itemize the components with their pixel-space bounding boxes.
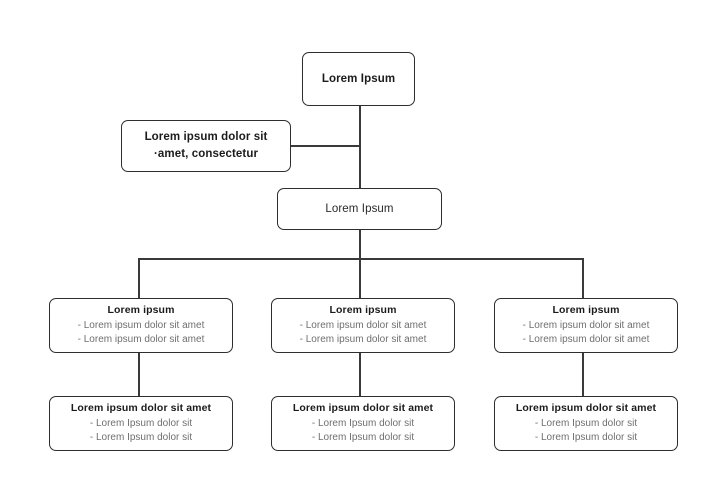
connector-bus-to-mid-left — [138, 258, 140, 298]
node-aside-line1: Lorem ipsum dolor sit — [144, 131, 268, 143]
node-second-title: Lorem Ipsum — [325, 203, 394, 215]
node-middle-center[interactable]: Lorem ipsum - Lorem ipsum dolor sit amet… — [271, 298, 455, 353]
node-root[interactable]: Lorem Ipsum — [302, 52, 415, 106]
node-bottom-left-title: Lorem ipsum dolor sit amet — [70, 402, 212, 414]
node-middle-left-item-2: - Lorem ipsum dolor sit amet — [77, 334, 205, 345]
node-middle-right-item-1: - Lorem ipsum dolor sit amet — [522, 320, 650, 331]
node-middle-left[interactable]: Lorem ipsum - Lorem ipsum dolor sit amet… — [49, 298, 233, 353]
node-root-title: Lorem Ipsum — [321, 73, 396, 85]
node-bottom-center-item-2: - Lorem Ipsum dolor sit — [311, 432, 415, 443]
connector-mid-to-leaf-right — [582, 353, 584, 396]
node-middle-right[interactable]: Lorem ipsum - Lorem ipsum dolor sit amet… — [494, 298, 678, 353]
node-middle-right-title: Lorem ipsum — [552, 304, 620, 316]
node-bottom-left-item-2: - Lorem Ipsum dolor sit — [89, 432, 193, 443]
connector-bus-to-mid-right — [582, 258, 584, 298]
node-middle-left-title: Lorem ipsum — [107, 304, 175, 316]
node-bottom-right-item-1: - Lorem Ipsum dolor sit — [534, 418, 638, 429]
connector-bus-to-mid-center — [359, 258, 361, 298]
node-middle-left-item-1: - Lorem ipsum dolor sit amet — [77, 320, 205, 331]
node-bottom-center-title: Lorem ipsum dolor sit amet — [292, 402, 434, 414]
node-middle-center-title: Lorem ipsum — [329, 304, 397, 316]
node-second[interactable]: Lorem Ipsum — [277, 188, 442, 230]
connector-mid-to-leaf-left — [138, 353, 140, 396]
node-aside-line2: ·amet, consectetur — [153, 148, 259, 160]
node-bottom-center[interactable]: Lorem ipsum dolor sit amet - Lorem Ipsum… — [271, 396, 455, 451]
node-bottom-left[interactable]: Lorem ipsum dolor sit amet - Lorem Ipsum… — [49, 396, 233, 451]
node-bottom-right-item-2: - Lorem Ipsum dolor sit — [534, 432, 638, 443]
connector-root-to-second — [359, 106, 361, 188]
node-bottom-right[interactable]: Lorem ipsum dolor sit amet - Lorem Ipsum… — [494, 396, 678, 451]
connector-second-to-bus — [359, 230, 361, 259]
node-bottom-center-item-1: - Lorem Ipsum dolor sit — [311, 418, 415, 429]
node-aside[interactable]: Lorem ipsum dolor sit ·amet, consectetur — [121, 120, 291, 172]
node-middle-center-item-1: - Lorem ipsum dolor sit amet — [299, 320, 427, 331]
node-bottom-left-item-1: - Lorem Ipsum dolor sit — [89, 418, 193, 429]
node-middle-center-item-2: - Lorem ipsum dolor sit amet — [299, 334, 427, 345]
connector-mid-to-leaf-center — [359, 353, 361, 396]
node-bottom-right-title: Lorem ipsum dolor sit amet — [515, 402, 657, 414]
node-middle-right-item-2: - Lorem ipsum dolor sit amet — [522, 334, 650, 345]
connector-aside-to-spine — [291, 145, 360, 147]
